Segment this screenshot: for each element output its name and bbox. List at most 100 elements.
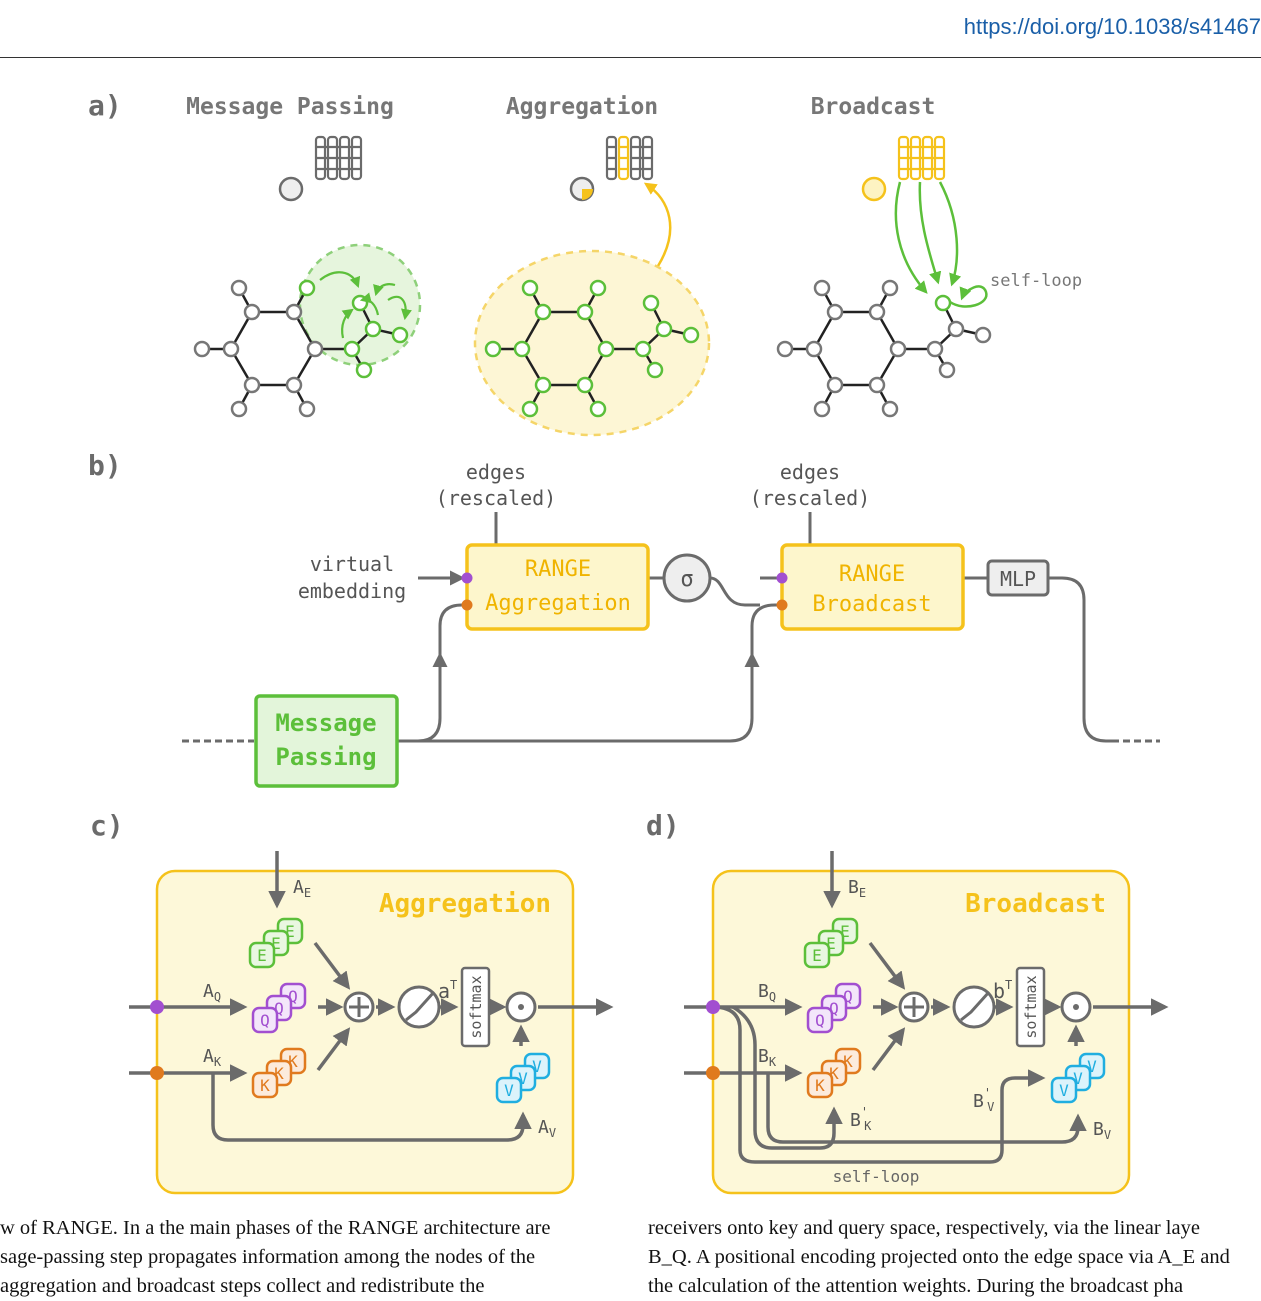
virtual-input-port-agg <box>461 572 473 584</box>
product-dot-c <box>518 1004 524 1010</box>
molecule-atom <box>576 376 594 394</box>
token-e-label: E <box>257 946 267 965</box>
molecule-atom <box>298 279 316 297</box>
label-B-K: BK <box>758 1046 777 1069</box>
virtual-input-port-bc <box>776 572 788 584</box>
panel-b: b) edges (rescaled) edges (rescaled) vir… <box>88 449 1160 788</box>
edges-rescaled-label-2: (rescaled) <box>750 486 870 510</box>
token-e-box <box>248 941 276 969</box>
molecule-atom <box>634 340 652 358</box>
molecule-atom <box>926 340 944 358</box>
molecule-atom <box>243 376 261 394</box>
panel-c: c) Aggregation AE AQ AK AV aT softm <box>90 809 614 1195</box>
molecule-graph <box>776 279 992 418</box>
token-q-box <box>806 1006 834 1034</box>
label-A-V: AV <box>538 1117 556 1140</box>
caption-left-line: sage-passing step propagates information… <box>0 1246 536 1268</box>
title-message-passing: Message Passing <box>186 94 394 120</box>
doi-link[interactable]: https://doi.org/10.1038/s41467 <box>963 14 1261 39</box>
caption-left-line: aggregation and broadcast steps collect … <box>0 1275 485 1297</box>
token-v-box <box>1050 1076 1078 1104</box>
token-v-label: V <box>1087 1057 1097 1076</box>
range-aggregation-title: RANGE <box>525 557 591 582</box>
molecule-atom <box>776 340 794 358</box>
molecule-atom <box>813 279 831 297</box>
token-e-label: E <box>840 922 850 941</box>
product-dot-d <box>1073 1004 1079 1010</box>
molecule-atom <box>576 303 594 321</box>
token-k-label: K <box>260 1076 270 1095</box>
svg-text:BE: BE <box>848 877 866 900</box>
molecule-atom <box>230 279 248 297</box>
caption-left: w of RANGE. In a the main phases of the … <box>0 1214 625 1301</box>
broadcast-block <box>711 869 1131 1195</box>
panel-d-label: d) <box>646 809 680 842</box>
label-A-Q: AQ <box>203 981 221 1004</box>
panel-b-label: b) <box>88 449 122 482</box>
token-v-label: V <box>1059 1081 1069 1100</box>
message-passing-title: Message <box>275 709 376 737</box>
svg-text:BK: BK <box>758 1046 777 1069</box>
molecule-atom <box>351 294 369 312</box>
virtual-input-port-d <box>706 1000 720 1014</box>
svg-text:AQ: AQ <box>203 981 221 1004</box>
virtual-input-port-c <box>150 1000 164 1014</box>
molecule-atom <box>243 303 261 321</box>
softmax-box-d <box>1015 966 1046 1048</box>
label-A-E: AE <box>293 877 311 900</box>
self-loop-label-d: self-loop <box>833 1167 920 1186</box>
molecule-atom <box>597 340 615 358</box>
caption-right-line: the calculation of the attention weights… <box>648 1275 1184 1297</box>
edges-label-1: edges <box>466 460 526 484</box>
svg-text:BQ: BQ <box>758 981 776 1004</box>
caption-right-line: B_Q. A positional encoding projected ont… <box>648 1246 1230 1268</box>
sigma-symbol: σ <box>680 567 693 592</box>
broadcast-arrows <box>894 181 988 308</box>
aggregation-block <box>155 869 575 1195</box>
panel-c-label: c) <box>90 809 124 842</box>
molecule-atom <box>655 320 673 338</box>
token-k-label: K <box>274 1064 284 1083</box>
node-input-port-d <box>706 1066 720 1080</box>
token-e-box <box>803 941 831 969</box>
molecule-atom <box>343 340 361 358</box>
label-a-T: aT <box>438 978 457 1003</box>
molecule-atom <box>364 320 382 338</box>
molecules <box>193 279 992 418</box>
range-aggregation-subtitle: Aggregation <box>485 591 631 616</box>
token-v-label: V <box>1073 1069 1083 1088</box>
figure: a) Message Passing Aggregation Broadcast <box>88 89 1169 1195</box>
bc-arrows <box>684 851 1169 1164</box>
molecule-graph <box>484 279 700 418</box>
virtual-node-bc <box>861 176 887 202</box>
molecule-atom <box>230 400 248 418</box>
svg-text:AE: AE <box>293 877 311 900</box>
virtual-node-mp <box>278 176 304 202</box>
embedding-label: embedding <box>298 579 406 603</box>
molecule-atom <box>642 294 660 312</box>
token-e-label: E <box>826 934 836 953</box>
molecule-atom <box>355 361 373 379</box>
range-aggregation-box <box>465 543 650 631</box>
token-v-box <box>495 1076 523 1104</box>
token-q-label: Q <box>260 1011 270 1030</box>
molecule-atom <box>868 303 886 321</box>
molecule-atom <box>193 340 211 358</box>
molecule-atom <box>534 303 552 321</box>
molecule-atom <box>974 326 992 344</box>
molecule-atom <box>813 400 831 418</box>
token-v-label: V <box>504 1081 514 1100</box>
label-B-Q: BQ <box>758 981 776 1004</box>
sigma-node <box>662 553 712 603</box>
activation-curve-d <box>960 990 991 1022</box>
molecule-atom <box>534 376 552 394</box>
molecule-atom <box>521 279 539 297</box>
molecule-atom <box>646 361 664 379</box>
molecule-atom <box>889 340 907 358</box>
caption-left-line: w of RANGE. In a the main phases of the … <box>0 1217 551 1239</box>
molecule-graph <box>193 279 409 418</box>
label-B-V-prime: B'V <box>973 1086 994 1114</box>
embedding-stack-mp <box>314 135 363 181</box>
molecule-atom <box>589 400 607 418</box>
